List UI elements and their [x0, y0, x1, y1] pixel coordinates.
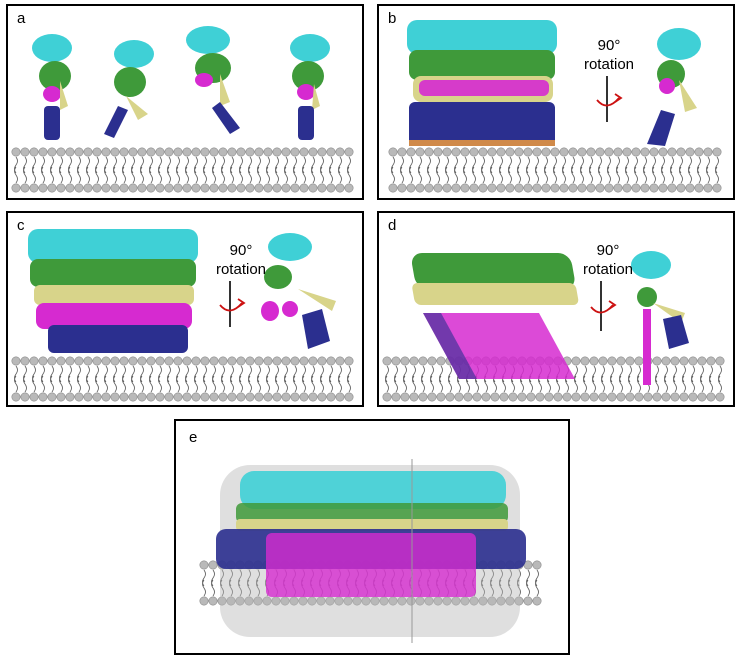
- rotation-arrow-icon: [590, 281, 617, 331]
- rotated-monomer: [261, 233, 336, 349]
- panel-label: b: [388, 10, 397, 27]
- oligomer: [407, 20, 557, 146]
- rotation-label: 90° rotation: [569, 36, 649, 74]
- panel-d: d 90° rotation: [377, 211, 735, 407]
- lipid-bilayer: [11, 356, 354, 402]
- rotation-arrow-icon: [596, 76, 623, 122]
- rotation-angle: 90°: [597, 37, 621, 54]
- panel-b: b 90° rotation: [377, 4, 735, 200]
- rotation-word: rotation: [215, 261, 267, 278]
- oligomer: [28, 229, 198, 353]
- panel-label: a: [17, 10, 26, 27]
- panel-c: c 90° rotation: [6, 211, 364, 407]
- panel-a: a: [6, 4, 364, 200]
- panel-label: c: [17, 217, 25, 234]
- panel-a-illustration: [11, 26, 354, 193]
- rotation-label: 90° rotation: [206, 241, 276, 279]
- monomer-2: [104, 40, 154, 138]
- panel-label: d: [388, 217, 397, 234]
- rotation-angle: 90°: [229, 242, 253, 259]
- rotation-word: rotation: [582, 261, 634, 278]
- panel-b-illustration: [388, 20, 722, 193]
- panel-e: e: [174, 419, 570, 655]
- panel-label: e: [189, 429, 198, 446]
- rotation-label: 90° rotation: [573, 241, 643, 279]
- rotated-monomer: [631, 251, 689, 385]
- monomer-4: [290, 34, 330, 140]
- monomer-3: [186, 26, 240, 134]
- rotation-angle: 90°: [596, 242, 620, 259]
- rotation-arrow-icon: [219, 281, 246, 327]
- panel-d-illustration: [382, 251, 725, 402]
- pore-complex: [216, 459, 526, 643]
- panel-e-illustration: [199, 459, 542, 643]
- monomer-1: [32, 34, 72, 140]
- pore-oligomer: [411, 253, 579, 379]
- lipid-bilayer: [11, 147, 354, 193]
- rotated-monomer: [647, 28, 701, 146]
- panel-c-illustration: [11, 229, 354, 402]
- lipid-bilayer: [388, 147, 722, 193]
- rotation-word: rotation: [583, 56, 635, 73]
